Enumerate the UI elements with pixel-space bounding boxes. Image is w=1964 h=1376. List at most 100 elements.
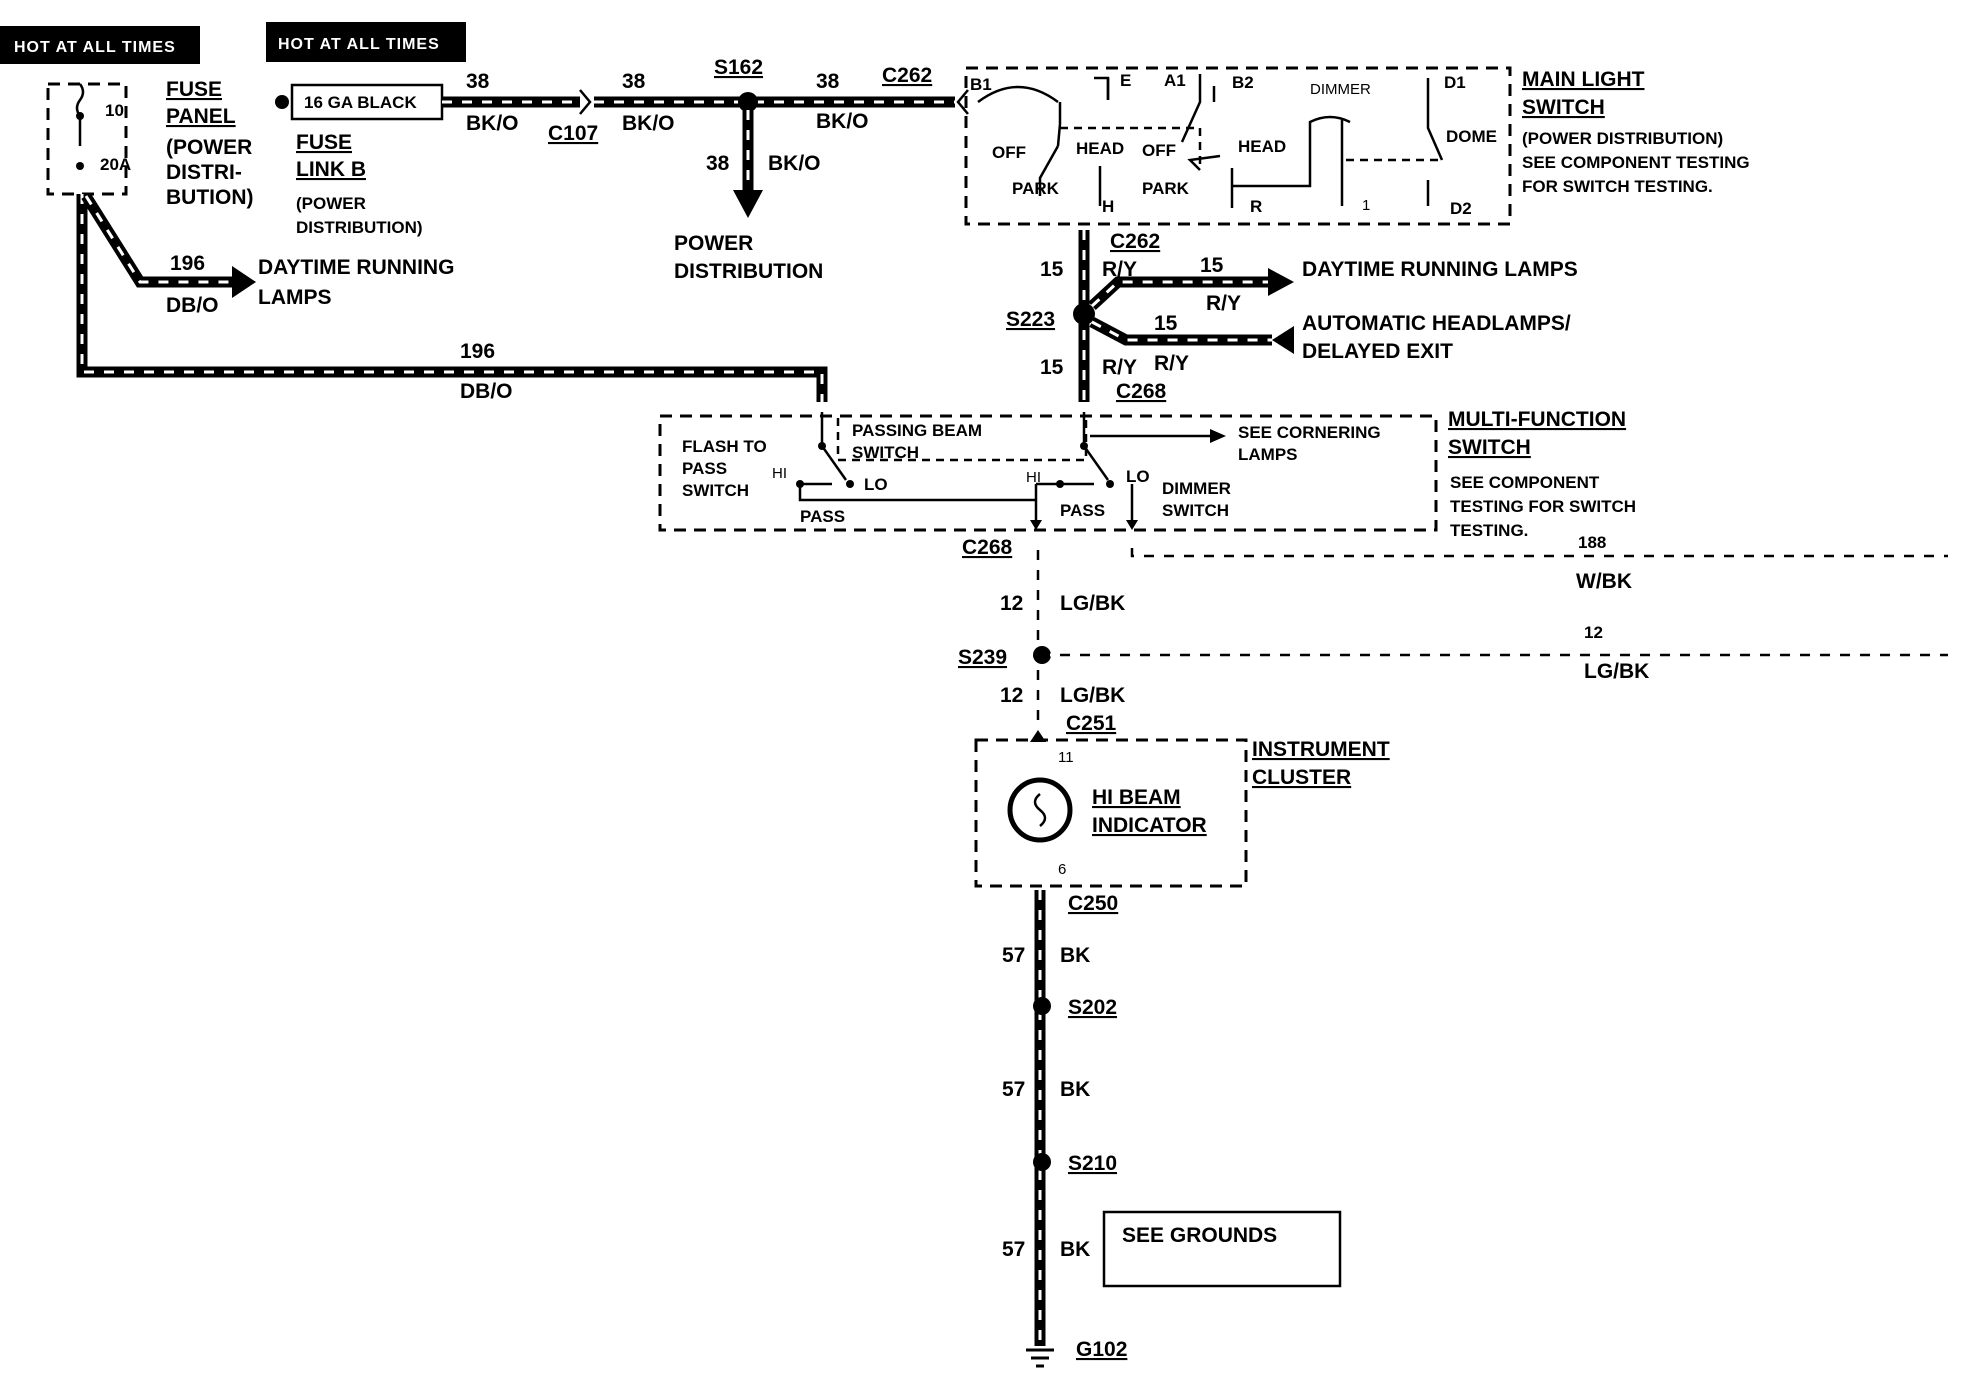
svg-text:12: 12 xyxy=(1584,623,1603,642)
splice-s162: S162 38 BK/O POWER DISTRIBUTION xyxy=(674,56,823,283)
svg-text:DISTRI-: DISTRI- xyxy=(166,161,242,184)
svg-text:AUTOMATIC HEADLAMPS/: AUTOMATIC HEADLAMPS/ xyxy=(1302,312,1571,335)
svg-text:PASS: PASS xyxy=(1060,501,1105,520)
svg-text:LO: LO xyxy=(864,475,888,494)
wire-57-bk: C250 57 BK S202 57 BK S210 57 BK SEE GRO… xyxy=(1002,890,1342,1368)
svg-text:DB/O: DB/O xyxy=(166,294,219,317)
svg-text:SWITCH: SWITCH xyxy=(852,443,919,462)
splice-s223: S223 xyxy=(1006,308,1055,331)
svg-text:MULTI-FUNCTION: MULTI-FUNCTION xyxy=(1448,408,1626,431)
svg-text:B2: B2 xyxy=(1232,73,1254,92)
svg-text:FLASH TO: FLASH TO xyxy=(682,437,767,456)
svg-text:HEAD: HEAD xyxy=(1238,137,1286,156)
svg-text:D1: D1 xyxy=(1444,73,1466,92)
wire-12-lg-bk: C268 12 LG/BK S239 12 LG/BK 12 LG/BK C25… xyxy=(958,536,1948,735)
svg-text:E: E xyxy=(1120,71,1131,90)
svg-text:FUSE: FUSE xyxy=(296,131,352,154)
svg-text:BK: BK xyxy=(1060,1078,1090,1101)
connector-c268-top: C268 xyxy=(1116,380,1167,403)
fuse-panel: 10 20A FUSE PANEL (POWER DISTRI- BUTION) xyxy=(46,78,254,209)
svg-text:SEE COMPONENT TESTING: SEE COMPONENT TESTING xyxy=(1522,153,1750,172)
svg-text:15: 15 xyxy=(1040,356,1064,379)
svg-text:LG/BK: LG/BK xyxy=(1060,592,1125,615)
svg-text:15: 15 xyxy=(1154,312,1178,335)
svg-text:12: 12 xyxy=(1000,684,1023,707)
fuse-link-b: 16 GA BLACK FUSE LINK B (POWER DISTRIBUT… xyxy=(275,83,444,237)
svg-text:PARK: PARK xyxy=(1142,179,1190,198)
connector-c268-bottom: C268 xyxy=(962,536,1013,559)
svg-text:TESTING.: TESTING. xyxy=(1450,521,1528,540)
svg-text:PASS: PASS xyxy=(682,459,727,478)
svg-text:(POWER: (POWER xyxy=(166,136,252,159)
svg-text:DIMMER: DIMMER xyxy=(1162,479,1231,498)
hot-at-all-times-tag-fuse-panel: HOT AT ALL TIMES xyxy=(0,26,200,64)
svg-text:R/Y: R/Y xyxy=(1102,258,1137,281)
wire-15-r-y: C262 15 R/Y 15 R/Y 15 S223 15 R/Y R/Y C2… xyxy=(1006,230,1578,403)
svg-text:BK: BK xyxy=(1060,1238,1090,1261)
splice-s210: S210 xyxy=(1068,1152,1117,1175)
svg-text:38: 38 xyxy=(466,70,490,93)
svg-text:196: 196 xyxy=(170,252,205,275)
connector-c262: C262 xyxy=(1110,230,1160,253)
svg-text:B1: B1 xyxy=(970,75,992,94)
svg-text:CLUSTER: CLUSTER xyxy=(1252,766,1351,789)
svg-text:SEE CORNERING: SEE CORNERING xyxy=(1238,423,1381,442)
svg-text:57: 57 xyxy=(1002,1238,1025,1261)
svg-text:BUTION): BUTION) xyxy=(166,186,254,209)
svg-text:POWER: POWER xyxy=(674,232,753,255)
svg-text:HOT AT ALL TIMES: HOT AT ALL TIMES xyxy=(14,39,176,56)
svg-text:38: 38 xyxy=(816,70,840,93)
svg-text:BK/O: BK/O xyxy=(816,110,869,133)
svg-text:W/BK: W/BK xyxy=(1576,570,1632,593)
wire-38-bk-o: 38 BK/O 38 BK/O 38 BK/O C107 C262 xyxy=(442,64,969,145)
svg-text:FOR SWITCH TESTING.: FOR SWITCH TESTING. xyxy=(1522,177,1713,196)
svg-text:PANEL: PANEL xyxy=(166,105,236,128)
svg-text:PASSING BEAM: PASSING BEAM xyxy=(852,421,982,440)
main-light-switch: B1 E A1 B2 DIMMER D1 DOME D2 OFF HEAD PA… xyxy=(964,66,1750,226)
splice-s202: S202 xyxy=(1068,996,1117,1019)
svg-text:INDICATOR: INDICATOR xyxy=(1092,814,1207,837)
instrument-cluster: 11 6 HI BEAM INDICATOR INSTRUMENT CLUSTE… xyxy=(974,730,1390,888)
splice-s239: S239 xyxy=(958,646,1007,669)
svg-text:R/Y: R/Y xyxy=(1206,292,1241,315)
svg-text:SWITCH: SWITCH xyxy=(1162,501,1229,520)
svg-text:HI: HI xyxy=(772,465,787,482)
svg-text:BK: BK xyxy=(1060,944,1090,967)
svg-text:SWITCH: SWITCH xyxy=(682,481,749,500)
svg-text:R/Y: R/Y xyxy=(1154,352,1189,375)
connector-c250: C250 xyxy=(1068,892,1118,915)
svg-text:SWITCH: SWITCH xyxy=(1522,96,1605,119)
multi-function-switch: FLASH TO PASS SWITCH PASSING BEAM SWITCH… xyxy=(658,408,1636,540)
svg-text:HI BEAM: HI BEAM xyxy=(1092,786,1181,809)
svg-text:PASS: PASS xyxy=(800,507,845,526)
svg-text:DB/O: DB/O xyxy=(460,380,513,403)
svg-text:DOME: DOME xyxy=(1446,127,1497,146)
svg-text:HEAD: HEAD xyxy=(1076,139,1124,158)
fuse-rating: 20A xyxy=(100,155,131,174)
svg-text:BK/O: BK/O xyxy=(466,112,519,135)
svg-text:196: 196 xyxy=(460,340,495,363)
svg-text:OFF: OFF xyxy=(992,143,1026,162)
svg-text:1: 1 xyxy=(1362,197,1370,214)
hot-at-all-times-tag-fuse-link: HOT AT ALL TIMES xyxy=(266,22,466,62)
svg-text:15: 15 xyxy=(1040,258,1064,281)
svg-text:LO: LO xyxy=(1126,467,1150,486)
see-grounds-box xyxy=(1102,1210,1342,1288)
svg-text:38: 38 xyxy=(706,152,730,175)
svg-text:LAMPS: LAMPS xyxy=(1238,445,1298,464)
svg-text:57: 57 xyxy=(1002,944,1025,967)
svg-text:HOT AT ALL TIMES: HOT AT ALL TIMES xyxy=(278,36,440,53)
svg-text:R/Y: R/Y xyxy=(1102,356,1137,379)
svg-text:OFF: OFF xyxy=(1142,141,1176,160)
svg-text:PARK: PARK xyxy=(1012,179,1060,198)
svg-text:A1: A1 xyxy=(1164,71,1186,90)
connector-c251: C251 xyxy=(1066,712,1117,735)
svg-text:HI: HI xyxy=(1026,469,1041,486)
svg-text:DISTRIBUTION): DISTRIBUTION) xyxy=(296,218,423,237)
svg-text:(POWER DISTRIBUTION): (POWER DISTRIBUTION) xyxy=(1522,129,1723,148)
svg-text:LG/BK: LG/BK xyxy=(1060,684,1125,707)
svg-text:DIMMER: DIMMER xyxy=(1310,81,1371,98)
svg-text:INSTRUMENT: INSTRUMENT xyxy=(1252,738,1390,761)
svg-text:12: 12 xyxy=(1000,592,1023,615)
